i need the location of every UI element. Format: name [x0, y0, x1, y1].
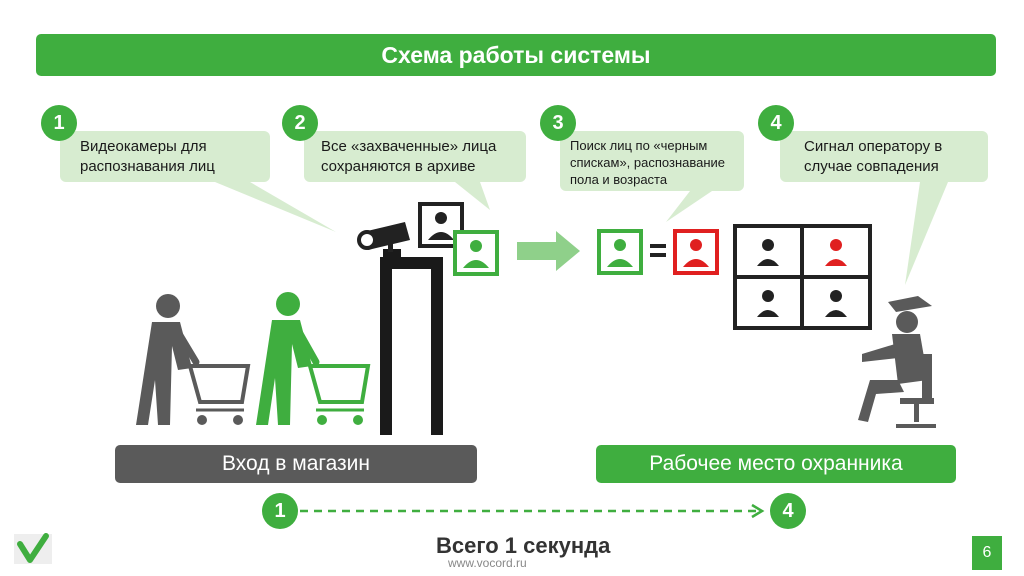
step-2-text: Все «захваченные» лица сохраняются в арх… [321, 138, 497, 175]
vocord-logo-icon [14, 533, 52, 564]
speech-bubble-3 [560, 131, 744, 222]
step-1-number: 1 [41, 105, 77, 141]
match-face-red-icon [673, 229, 719, 275]
monitor-grid-icon [733, 224, 872, 330]
flow-arrow-icon [517, 231, 580, 271]
page-number: 6 [972, 536, 1002, 570]
website-url: www.vocord.ru [448, 556, 527, 570]
equals-icon [650, 244, 666, 257]
match-face-green-icon [597, 229, 643, 275]
step-4-number: 4 [758, 105, 794, 141]
step-1-text: Видеокамеры для распознавания лиц [80, 138, 215, 175]
page-title: Схема работы системы [36, 34, 996, 76]
security-gate [380, 249, 443, 435]
captured-face-green-icon [453, 230, 499, 276]
step-4-text: Сигнал оператору в случае совпадения [804, 138, 943, 175]
speech-bubble-2 [304, 131, 526, 210]
speech-bubble-4 [780, 131, 988, 285]
timeline-end-number: 4 [770, 493, 806, 529]
timeline-start-number: 1 [262, 493, 298, 529]
shopper-green-icon [256, 292, 371, 425]
step-2-number: 2 [282, 105, 318, 141]
guard-workplace-bar: Рабочее место охранника [596, 445, 956, 483]
step-3-number: 3 [540, 105, 576, 141]
camera-icon [357, 222, 410, 252]
timeline-arrow [300, 503, 765, 519]
total-time-note: Всего 1 секунда [436, 533, 611, 558]
security-guard-icon [858, 296, 936, 428]
speech-bubble-1 [60, 131, 336, 232]
shopper-gray-icon [136, 294, 251, 425]
step-3-text: Поиск лиц по «черным спискам», распознав… [570, 138, 726, 187]
entrance-bar: Вход в магазин [115, 445, 477, 483]
captured-face-black-icon [418, 202, 464, 248]
